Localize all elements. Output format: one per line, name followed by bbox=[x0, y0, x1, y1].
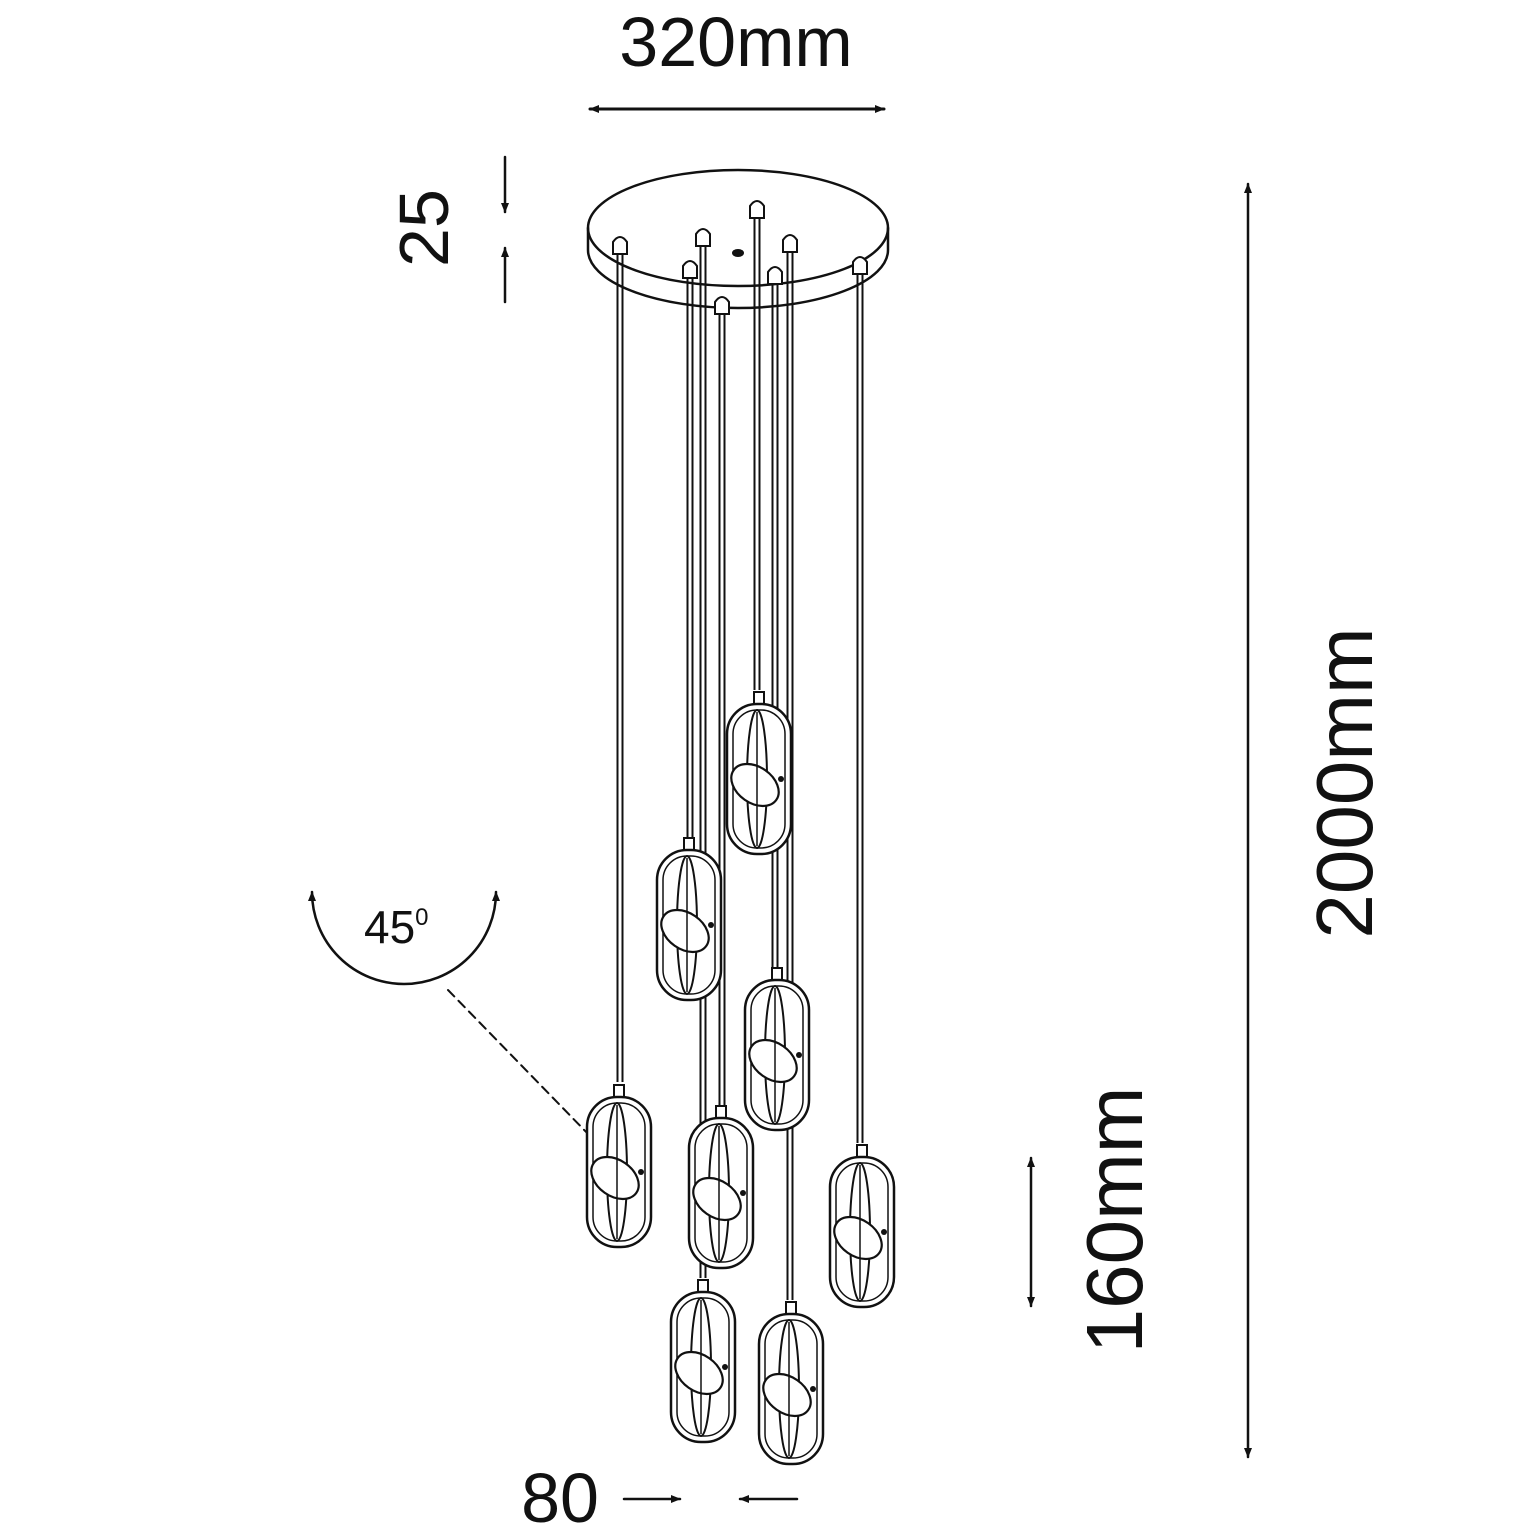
pendant-1 bbox=[585, 1084, 653, 1249]
rotation-arc bbox=[308, 890, 500, 986]
pendant-pivot bbox=[638, 1169, 644, 1175]
pendant-pivot bbox=[796, 1052, 802, 1058]
cable-mount bbox=[767, 266, 783, 285]
canopy-height-dimension: 25 bbox=[385, 155, 509, 304]
pendant-4 bbox=[687, 1105, 755, 1270]
pendant-height-dimension: 160mm bbox=[1027, 1087, 1159, 1354]
pendant-connector bbox=[856, 1144, 868, 1158]
pendant-disc bbox=[590, 1155, 640, 1201]
canopy-rim bbox=[586, 226, 890, 310]
rotation-value: 45 bbox=[364, 901, 415, 953]
cable-mount bbox=[714, 296, 730, 315]
cable-mount bbox=[749, 200, 765, 219]
pendant-5 bbox=[725, 691, 793, 856]
pendant-height-label: 160mm bbox=[1070, 1087, 1159, 1354]
pendant-pivot bbox=[810, 1386, 816, 1392]
pendant-connector bbox=[785, 1301, 797, 1315]
cable-3 bbox=[695, 228, 711, 1278]
pendant-width-label: 80 bbox=[521, 1459, 599, 1537]
pendant-connector bbox=[613, 1084, 625, 1098]
pendant-disc bbox=[833, 1215, 883, 1261]
pendant-disc bbox=[692, 1176, 742, 1222]
pendant-pivot bbox=[708, 922, 714, 928]
cable-6 bbox=[767, 266, 783, 967]
pendant-disc bbox=[660, 908, 710, 954]
pendant-7 bbox=[757, 1301, 825, 1466]
pendant-fixtures bbox=[585, 200, 896, 1466]
pendant-pivot bbox=[740, 1190, 746, 1196]
cable-5 bbox=[749, 200, 765, 690]
width-dimension: 320mm bbox=[588, 3, 886, 113]
pendant-connector bbox=[715, 1105, 727, 1119]
total-height-dimension: 2000mm bbox=[1244, 182, 1389, 1459]
rotation-degree-mark: 0 bbox=[415, 904, 428, 931]
pendant-2 bbox=[655, 837, 723, 1002]
cable-8 bbox=[852, 256, 868, 1143]
pendant-connector bbox=[753, 691, 765, 705]
rotation-indicator: 450 bbox=[308, 890, 593, 1139]
cable-mount bbox=[695, 228, 711, 247]
pendant-pivot bbox=[778, 776, 784, 782]
cable-1 bbox=[612, 236, 628, 1082]
pendant-connector bbox=[683, 837, 695, 851]
pendant-6 bbox=[743, 967, 811, 1132]
pendant-3 bbox=[669, 1279, 737, 1444]
pendant-disc bbox=[748, 1038, 798, 1084]
cable-mount bbox=[612, 236, 628, 255]
ceiling-canopy bbox=[586, 168, 890, 310]
pendant-disc bbox=[674, 1350, 724, 1396]
total-height-label: 2000mm bbox=[1300, 627, 1389, 938]
cable-2 bbox=[682, 260, 698, 838]
rotation-label: 450 bbox=[364, 901, 429, 953]
pendant-pivot bbox=[722, 1364, 728, 1370]
cable-mount bbox=[782, 234, 798, 253]
pendant-disc bbox=[762, 1372, 812, 1418]
width-label: 320mm bbox=[619, 3, 852, 81]
pendant-8 bbox=[828, 1144, 896, 1309]
rotation-leader-line bbox=[447, 989, 593, 1139]
canopy-center-screw bbox=[732, 249, 744, 257]
cable-mount bbox=[852, 256, 868, 275]
pendant-width-dimension: 80 bbox=[521, 1459, 799, 1537]
pendant-disc bbox=[730, 762, 780, 808]
pendant-pivot bbox=[881, 1229, 887, 1235]
canopy-top bbox=[586, 168, 890, 288]
pendant-connector bbox=[697, 1279, 709, 1293]
canopy-height-label: 25 bbox=[385, 189, 463, 267]
pendant-connector bbox=[771, 967, 783, 981]
cable-mount bbox=[682, 260, 698, 279]
